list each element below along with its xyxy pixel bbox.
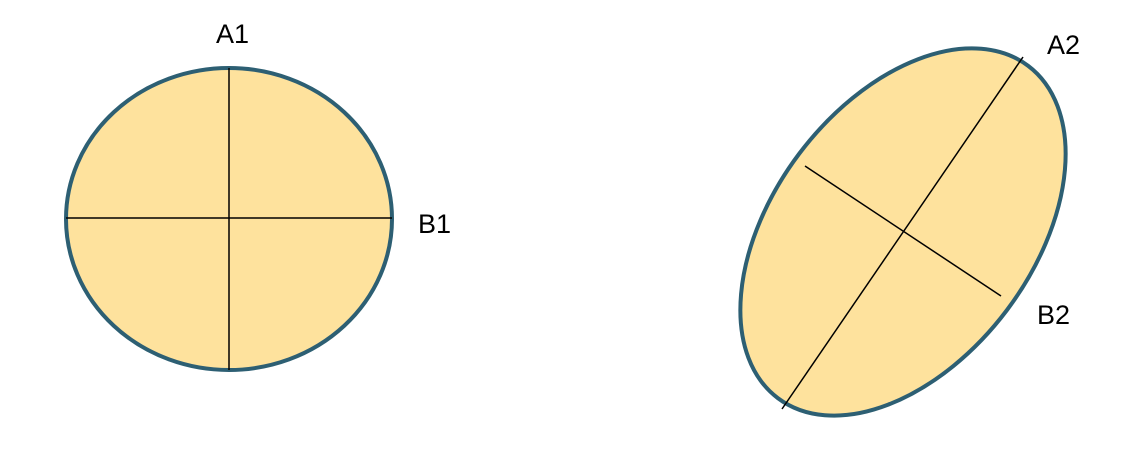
right-long-axis-a2 bbox=[781, 56, 1024, 410]
right-ellipse bbox=[738, 46, 1068, 418]
left-ellipse-group: A1 B1 bbox=[64, 19, 451, 372]
right-ellipse-group: A2 B2 bbox=[738, 30, 1080, 418]
right-short-axis-b2 bbox=[804, 165, 1002, 297]
label-a2: A2 bbox=[1047, 30, 1080, 60]
label-b2: B2 bbox=[1037, 300, 1070, 330]
label-b1: B1 bbox=[418, 209, 451, 239]
label-a1: A1 bbox=[216, 19, 249, 49]
